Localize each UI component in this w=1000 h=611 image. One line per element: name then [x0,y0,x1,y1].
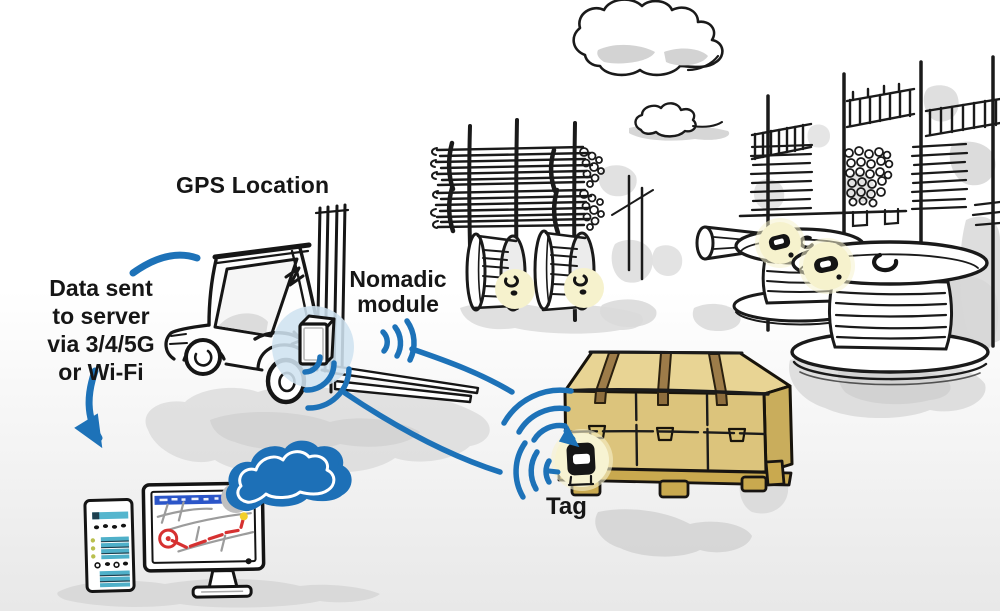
data-sent-line: via 3/4/5G [47,331,155,357]
warehouse-rack-left [430,118,654,322]
destination-marker [239,512,248,521]
rack-grid [845,82,916,129]
forklift-forks [329,360,480,404]
tag-icon [566,442,596,476]
nomadic-module-device [298,314,336,366]
gps-location-label: GPS Location [176,172,330,198]
forklift [164,203,480,405]
signal-graphics [74,251,580,500]
connection-curve-upper [409,346,515,395]
big-cloud [572,0,724,77]
tag-icon [768,234,791,251]
pipe-stack [910,142,1000,227]
wifi-signal-icon [501,387,574,443]
cable-drum [465,232,535,312]
wifi-signal-icon [513,440,552,500]
pipe-stack [749,143,814,212]
tag-highlight [564,268,604,308]
cable-spools-right [732,218,990,386]
nomadic-module-label: Nomadic module [342,267,454,317]
connection-curve-lower [342,390,503,475]
sky-clouds [572,0,730,141]
nomadic-module-line: Nomadic [349,266,447,292]
cloud-icon [226,440,352,512]
down-arrow-icon [74,367,103,449]
rack-grid [750,122,813,161]
data-sent-label: Data sent to server via 3/4/5G or Wi-Fi [26,274,176,386]
arrow-into-tag [558,425,580,448]
coil-scribbles [579,147,605,231]
warehouse-rack-right [738,55,1000,348]
small-cloud [629,102,730,141]
tag-highlight [495,269,535,309]
data-sent-line: to server [52,303,150,329]
rack-grid [924,97,1000,138]
server-icon [83,498,136,593]
tag-label: Tag [546,493,587,520]
nomadic-module-line: module [357,291,439,317]
wifi-signal-icon [302,354,352,411]
coil-scribbles [844,146,894,208]
crate [551,350,794,499]
cable-spool [790,238,990,386]
wifi-signal-icon [380,318,417,363]
cable-drums-left [465,229,604,312]
tag-icon [814,255,839,274]
cable-drum [533,229,604,312]
swoosh-icon [129,251,201,277]
data-sent-line: Data sent [49,275,153,301]
power-dot [245,558,252,565]
data-sent-line: or Wi-Fi [58,359,144,385]
